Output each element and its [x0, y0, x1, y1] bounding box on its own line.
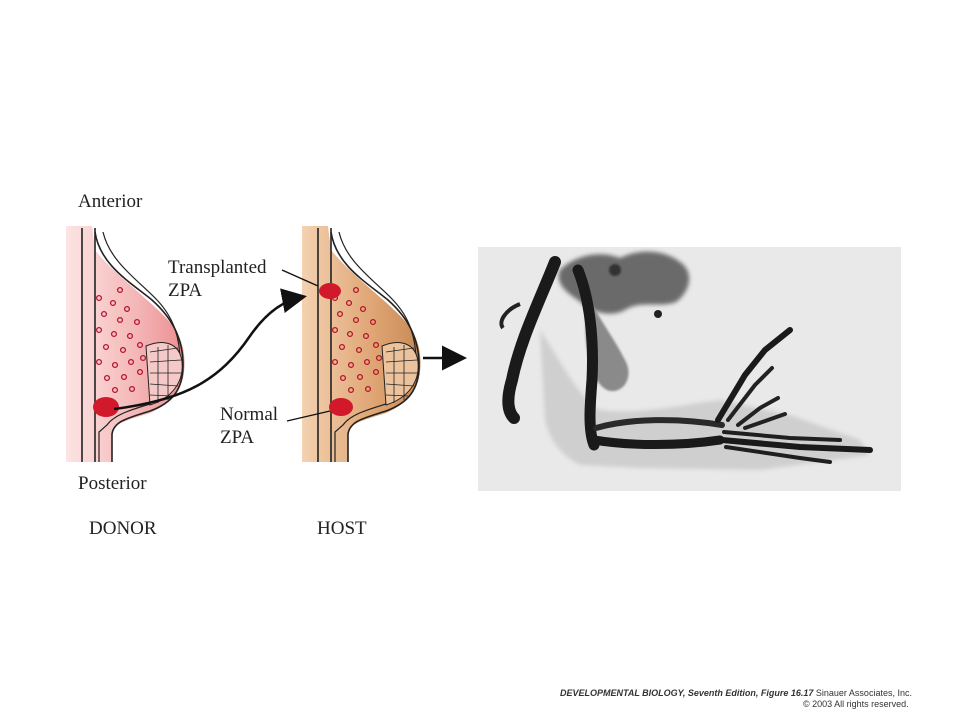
- transplant-arrow: [113, 288, 307, 411]
- donor-zpa: [93, 397, 119, 417]
- credit-copyright: © 2003 All rights reserved.: [803, 699, 909, 709]
- donor-label: DONOR: [89, 518, 157, 539]
- credit-publisher: Sinauer Associates, Inc.: [815, 688, 912, 698]
- transplanted-leader-line: [281, 269, 319, 287]
- transplanted-zpa-label-line2: ZPA: [168, 280, 203, 301]
- normal-zpa-label-line1: Normal: [220, 404, 279, 425]
- normal-zpa-label-line2: ZPA: [220, 427, 255, 448]
- normal-zpa: [329, 398, 353, 416]
- normal-leader-line: [286, 410, 331, 422]
- limb-photograph: [478, 247, 901, 491]
- credit-book: DEVELOPMENTAL BIOLOGY, Seventh Edition, …: [560, 688, 814, 698]
- transplanted-zpa-label-line1: Transplanted: [168, 257, 267, 278]
- figure-credit: DEVELOPMENTAL BIOLOGY, Seventh Edition, …: [560, 688, 920, 710]
- host-label: HOST: [317, 518, 367, 539]
- anterior-label: Anterior: [78, 191, 143, 212]
- donor-limb-bud: [66, 226, 185, 462]
- host-limb-bud: [302, 226, 421, 462]
- transplanted-zpa: [319, 283, 341, 299]
- posterior-label: Posterior: [78, 473, 147, 494]
